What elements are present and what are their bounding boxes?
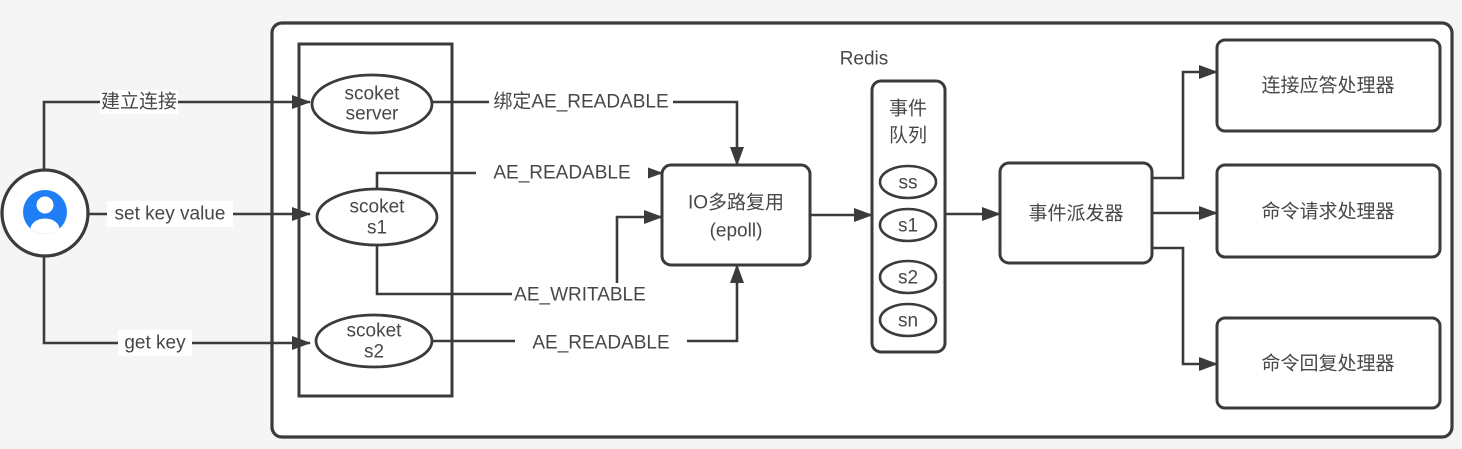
- queue-item-label-sn: sn: [898, 311, 918, 332]
- redis-label: Redis: [840, 49, 889, 70]
- queue-item-label-s2: s2: [898, 268, 918, 289]
- event-label-bind-readable: 绑定AE_READABLE: [493, 91, 668, 113]
- socket-s1-label-line2: s1: [367, 218, 387, 239]
- user-icon: [0, 168, 90, 258]
- socket-s1-ellipse: [315, 187, 439, 247]
- queue-item-label-ss: ss: [899, 173, 918, 194]
- event-dispatcher-label: 事件派发器: [1028, 203, 1123, 225]
- event-label-writable-s1: AE_WRITABLE: [514, 285, 646, 306]
- socket-server-ellipse: [310, 73, 434, 135]
- io-multiplexer-label-line1: IO多路复用: [688, 192, 784, 214]
- flow-label-set-key: set key value: [115, 204, 226, 225]
- socket-s2-ellipse: [314, 313, 434, 369]
- socket-server-label-line1: scoket: [345, 84, 401, 105]
- queue-item-ellipse-ss: [878, 164, 938, 200]
- handler-box-request: [1215, 163, 1442, 259]
- queue-item-label-s1: s1: [898, 216, 918, 237]
- event-queue-title-line2: 队列: [889, 125, 927, 147]
- handler-label-request: 命令请求处理器: [1261, 201, 1394, 223]
- handler-box-reply: [1215, 316, 1442, 410]
- connector-dispatcher-to-accept: [1152, 65, 1218, 180]
- queue-item-ellipse-sn: [878, 302, 938, 338]
- io-multiplexer-label-line2: (epoll): [710, 221, 763, 242]
- flow-label-establish: 建立连接: [101, 91, 177, 113]
- event-label-readable-s1: AE_READABLE: [493, 163, 630, 184]
- handler-box-accept: [1215, 38, 1442, 133]
- handler-label-reply: 命令回复处理器: [1261, 353, 1394, 375]
- flow-connector-get-key: [42, 256, 311, 350]
- event-label-readable-s2: AE_READABLE: [532, 333, 669, 354]
- flow-connector-establish: [42, 95, 311, 171]
- handler-label-accept: 连接应答处理器: [1261, 75, 1394, 97]
- flow-label-get-key: get key: [124, 333, 186, 354]
- queue-item-ellipse-s1: [878, 207, 938, 243]
- connector-dispatcher-to-reply: [1152, 246, 1218, 371]
- queue-item-ellipse-s2: [878, 259, 938, 295]
- socket-s2-label-line2: s2: [364, 342, 384, 363]
- socket-s1-label-line1: scoket: [350, 197, 406, 218]
- event-dispatcher-box: [998, 161, 1154, 265]
- io-multiplexer-box: [660, 163, 812, 267]
- event-queue-title-line1: 事件: [889, 98, 927, 120]
- socket-server-label-line2: server: [346, 104, 399, 125]
- socket-s2-label-line1: scoket: [347, 321, 403, 342]
